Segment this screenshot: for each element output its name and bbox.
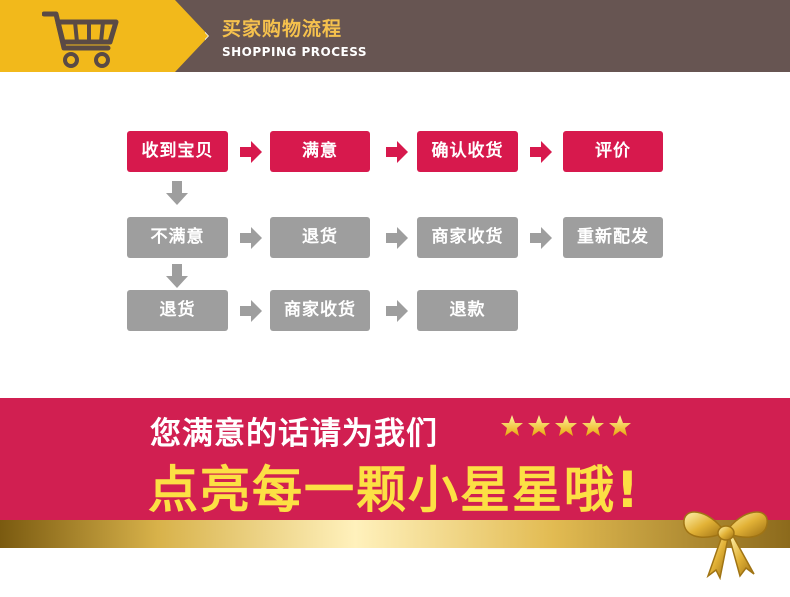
five-stars-icon — [501, 415, 631, 436]
banner-line-1: 您满意的话请为我们 — [150, 416, 438, 452]
arrow-right-icon — [386, 227, 408, 249]
rating-banner — [0, 398, 790, 522]
arrow-right-icon — [386, 300, 408, 322]
step-return-2: 退货 — [127, 290, 228, 331]
arrow-right-icon — [530, 227, 552, 249]
step-refund: 退款 — [417, 290, 518, 331]
arrow-right-icon — [240, 141, 262, 163]
step-merchant-receives: 商家收货 — [417, 217, 518, 258]
header-subtitle: SHOPPING PROCESS — [222, 45, 367, 59]
arrow-right-icon — [530, 141, 552, 163]
header-brown-block — [175, 0, 790, 72]
header-bar: 买家购物流程 SHOPPING PROCESS — [0, 0, 790, 72]
step-received: 收到宝贝 — [127, 131, 228, 172]
step-unsatisfied: 不满意 — [127, 217, 228, 258]
arrow-down-icon — [166, 264, 188, 288]
step-confirm-receipt: 确认收货 — [417, 131, 518, 172]
arrow-right-icon — [240, 227, 262, 249]
gold-ribbon — [0, 520, 790, 548]
step-satisfied: 满意 — [270, 131, 370, 172]
gold-bow-icon — [683, 511, 768, 580]
header-title: 买家购物流程 — [222, 18, 343, 40]
step-merchant-receives-2: 商家收货 — [270, 290, 370, 331]
arrow-right-icon — [240, 300, 262, 322]
arrow-right-icon — [386, 141, 408, 163]
step-review: 评价 — [563, 131, 663, 172]
step-return: 退货 — [270, 217, 370, 258]
step-reship: 重新配发 — [563, 217, 663, 258]
banner-line-2: 点亮每一颗小星星哦! — [148, 461, 641, 519]
arrow-down-icon — [166, 181, 188, 205]
shopping-cart-icon — [42, 11, 119, 68]
